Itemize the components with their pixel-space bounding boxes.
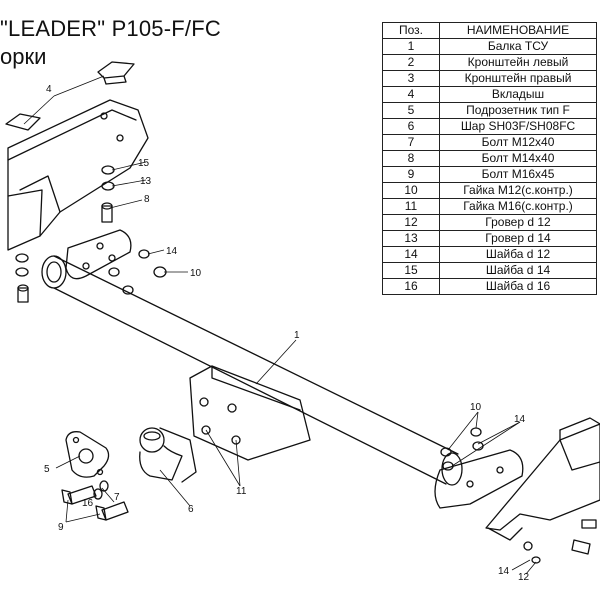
part-name: Гровер d 14 <box>439 230 597 247</box>
callout-14-left: 14 <box>166 246 178 257</box>
part-name: Кронштейн левый <box>439 54 597 71</box>
diagram-subtitle: орки <box>0 44 47 69</box>
callout-14-bottom: 14 <box>498 566 510 577</box>
part-name: Шайба d 12 <box>439 246 597 263</box>
part-position: 5 <box>382 102 440 119</box>
callout-6: 6 <box>188 504 194 515</box>
callout-labels: 4 15 13 8 14 10 1 10 14 11 5 16 7 9 6 14… <box>44 84 530 583</box>
part-name: Гайка М16(с.контр.) <box>439 198 597 215</box>
part-position: 12 <box>382 214 440 231</box>
callout-16: 16 <box>82 498 94 509</box>
part-position: 15 <box>382 262 440 279</box>
callout-4: 4 <box>46 84 52 95</box>
right-tube-plate <box>434 427 524 509</box>
callout-8: 8 <box>144 194 150 205</box>
right-bracket <box>485 417 600 564</box>
insert-part <box>5 61 135 131</box>
tow-ball <box>139 427 197 483</box>
part-position: 2 <box>382 54 440 71</box>
part-name: Болт М14х40 <box>439 150 597 167</box>
callout-12: 12 <box>518 572 530 583</box>
part-position: 9 <box>382 166 440 183</box>
leader-lines <box>23 75 537 575</box>
part-name: Шайба d 16 <box>439 278 597 295</box>
main-beam-tube <box>41 255 463 486</box>
part-position: 1 <box>382 38 440 55</box>
diagram-title: "LEADER" P105-F/FC <box>0 16 221 41</box>
lower-left-bolts <box>61 480 129 521</box>
callout-15: 15 <box>138 158 150 169</box>
part-name: Балка ТСУ <box>439 38 597 55</box>
part-name: Гровер d 12 <box>439 214 597 231</box>
callout-9: 9 <box>58 522 64 533</box>
callout-1: 1 <box>294 330 300 341</box>
part-name: Шайба d 14 <box>439 262 597 279</box>
column-header-name: НАИМЕНОВАНИЕ <box>439 22 597 39</box>
callout-11: 11 <box>236 486 247 497</box>
socket-holder <box>65 431 110 478</box>
callout-14-right: 14 <box>514 414 526 425</box>
part-position: 11 <box>382 198 440 215</box>
callout-5: 5 <box>44 464 50 475</box>
left-bracket <box>7 99 149 251</box>
part-position: 3 <box>382 70 440 87</box>
left-tube-plate <box>65 229 132 280</box>
callout-7: 7 <box>114 492 120 503</box>
part-position: 13 <box>382 230 440 247</box>
left-fasteners <box>15 165 115 303</box>
column-header-pos: Поз. <box>382 22 440 39</box>
part-name: Вкладыш <box>439 86 597 103</box>
part-name: Кронштейн правый <box>439 70 597 87</box>
callout-13: 13 <box>140 176 152 187</box>
part-position: 6 <box>382 118 440 135</box>
part-position: 16 <box>382 278 440 295</box>
part-position: 4 <box>382 86 440 103</box>
part-name: Подрозетник тип F <box>439 102 597 119</box>
part-name: Шар SH03F/SH08FC <box>439 118 597 135</box>
part-position: 14 <box>382 246 440 263</box>
callout-10-left: 10 <box>190 268 202 279</box>
part-name: Болт М16х45 <box>439 166 597 183</box>
part-name: Болт М12х40 <box>439 134 597 151</box>
part-name: Гайка М12(с.контр.) <box>439 182 597 199</box>
callout-10-right: 10 <box>470 402 482 413</box>
part-position: 7 <box>382 134 440 151</box>
ball-mount-plate <box>189 365 311 461</box>
part-position: 8 <box>382 150 440 167</box>
part-position: 10 <box>382 182 440 199</box>
parts-table-header: Поз. НАИМЕНОВАНИЕ <box>382 22 597 39</box>
